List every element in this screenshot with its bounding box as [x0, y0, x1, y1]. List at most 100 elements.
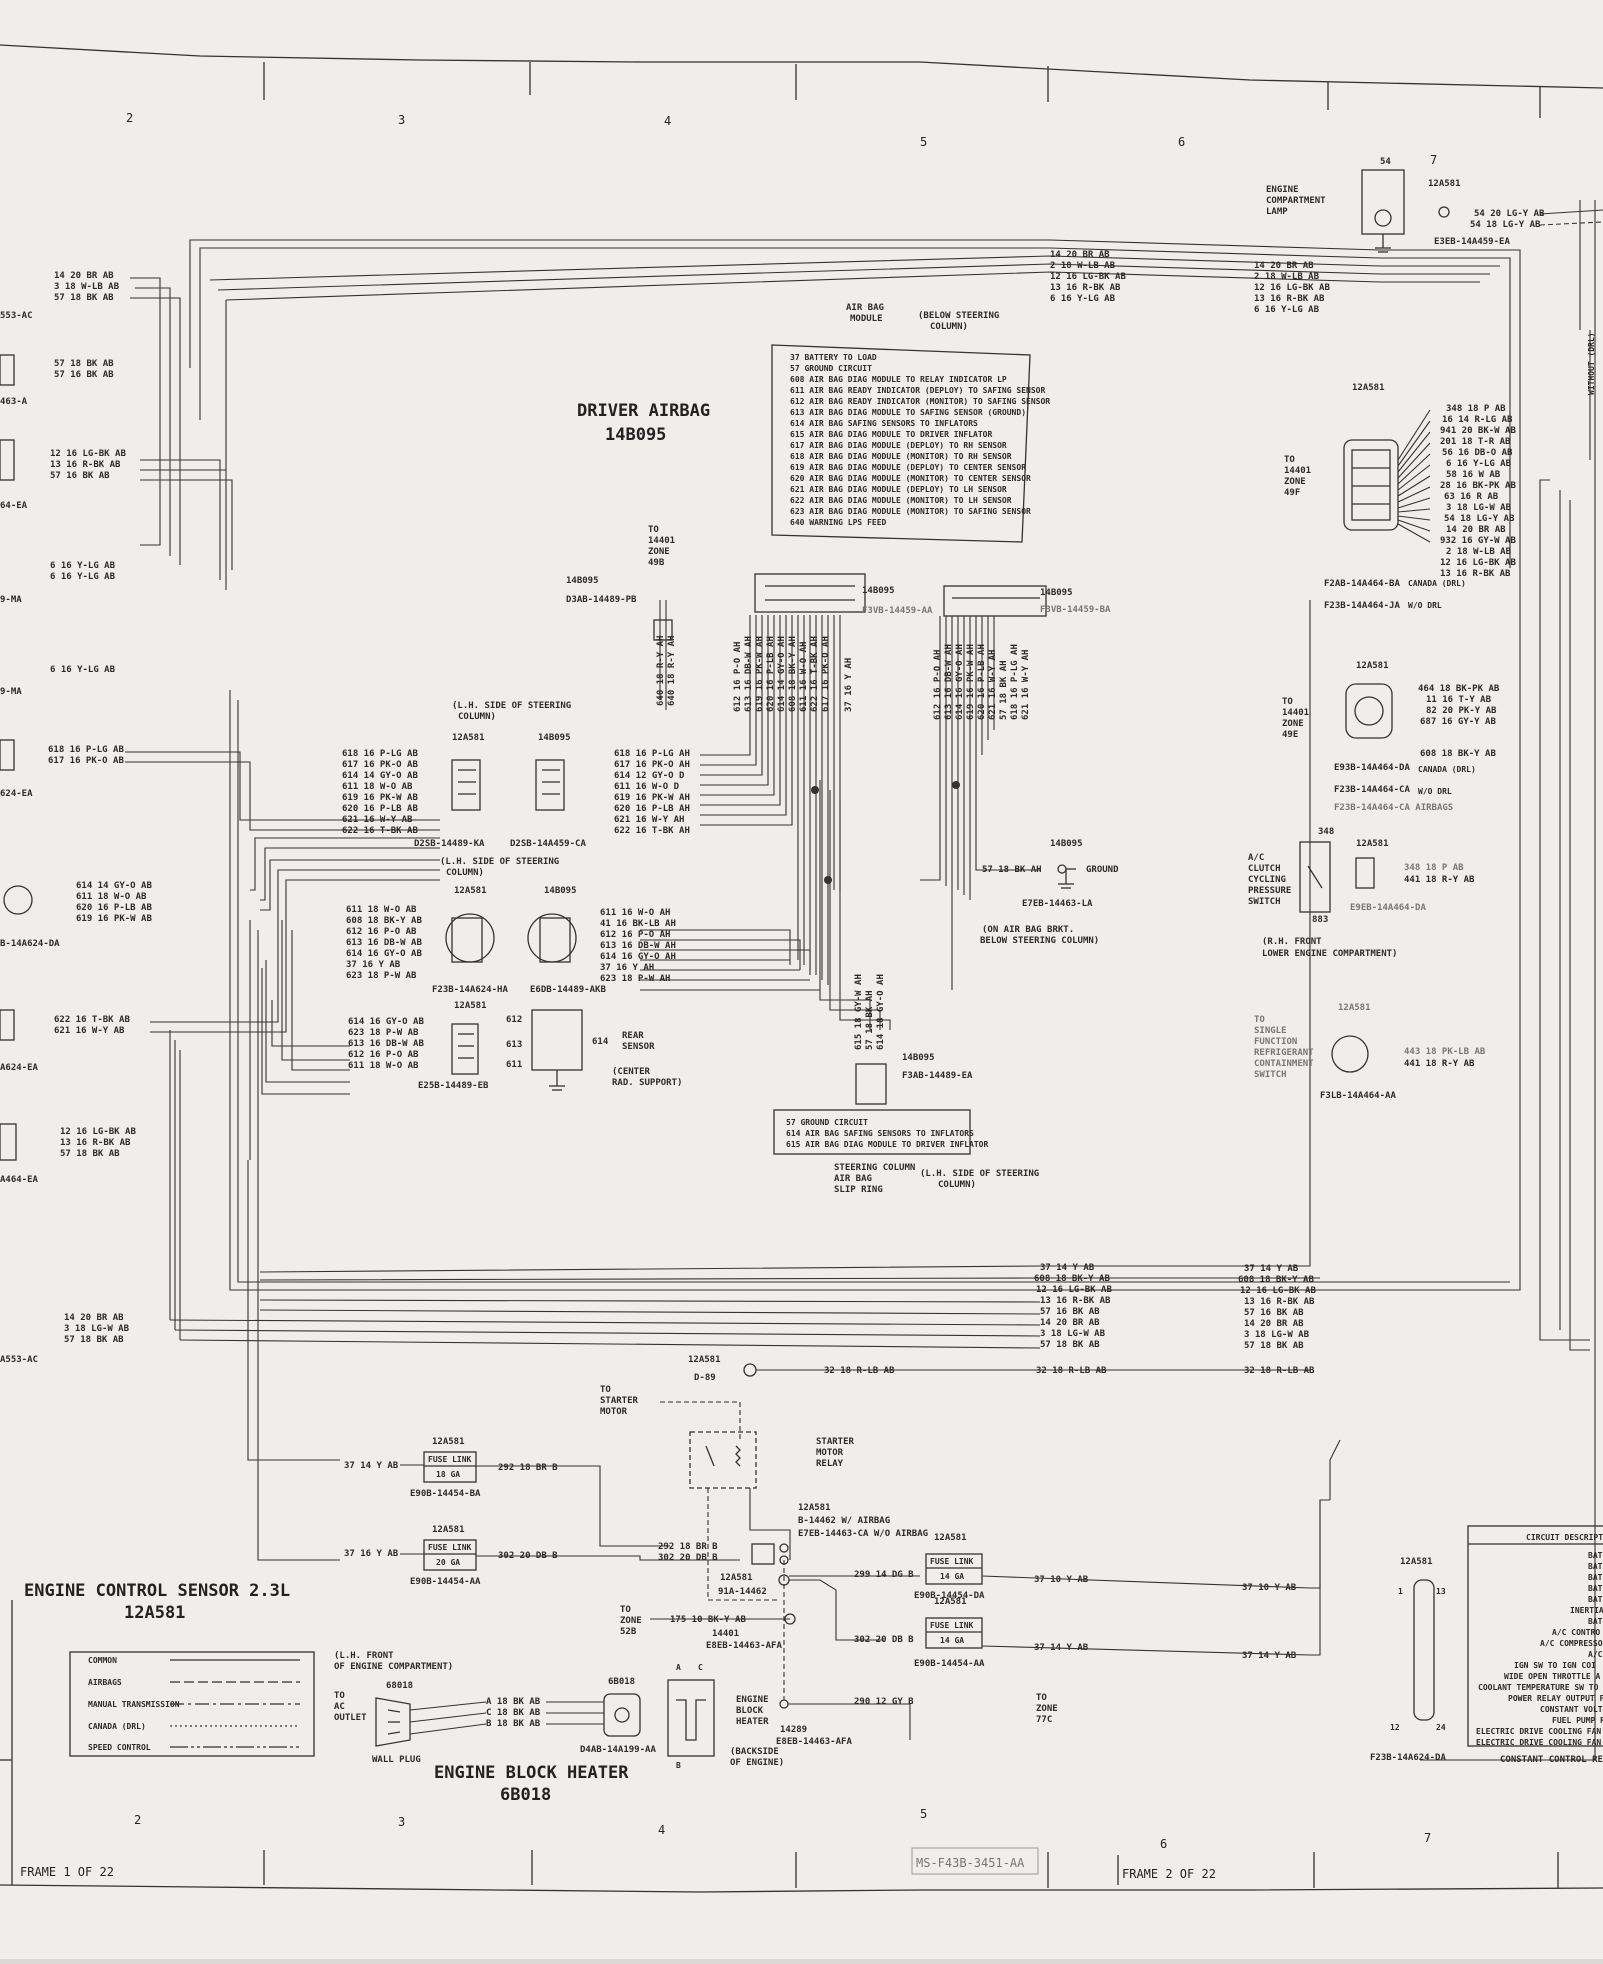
wire-label: BAT — [1588, 1573, 1603, 1582]
lamp-connector — [1438, 206, 1450, 218]
wire-label: ENGINE — [736, 1695, 769, 1705]
wire-label: 37 16 Y AH — [600, 963, 654, 973]
wire-label: BLOCK — [736, 1706, 764, 1716]
wire-label: 614 18 GY-O AH — [876, 974, 886, 1050]
wire-label: 14 20 BR AB — [54, 271, 114, 281]
wire-label: 614 12 GY-O D — [614, 771, 685, 781]
wire-label: 37 14 Y AB — [1244, 1264, 1299, 1274]
wire-label: 618 16 P-LG AH — [1010, 644, 1020, 720]
wire-label: TO — [620, 1605, 631, 1615]
fuse-link-2: FUSE LINK 20 GA — [423, 1539, 477, 1571]
fuse-link-4: FUSE LINK 14 GA — [925, 1617, 983, 1649]
wire-label: 12 16 LG-BK AB — [1240, 1286, 1316, 1296]
conn-f3vb-ba — [943, 585, 1047, 617]
ground-14b095-label: 14B095 — [1050, 839, 1083, 849]
wire-label: ZONE — [648, 547, 670, 557]
w302b: 302 20 DB B — [658, 1553, 718, 1563]
w37-10: 37 10 Y AB — [1034, 1575, 1089, 1585]
w37-16: 37 16 Y AB — [344, 1549, 399, 1559]
center-rad-label-2: RAD. SUPPORT) — [612, 1078, 682, 1088]
lh-front-label: (L.H. FRONT — [334, 1651, 394, 1661]
lh-side-label: (L.H. SIDE OF STEERING — [452, 701, 571, 711]
wire-label: 6 16 Y-LG AB — [1254, 305, 1320, 315]
wire-label: 56 16 DB-O AB — [1442, 448, 1513, 458]
slip-ring-label-2: AIR BAG — [834, 1174, 872, 1184]
wire-label: 687 16 GY-Y AB — [1420, 717, 1496, 727]
wire-label: 553-AC — [0, 311, 33, 321]
wire-label: 13 16 R-BK AB — [1244, 1297, 1315, 1307]
slip-14b095-label: 14B095 — [902, 1053, 935, 1063]
wire-label: 612 16 P-O AH — [600, 930, 670, 940]
airbag-module-location: (BELOW STEERING — [918, 311, 999, 321]
ac-switch-label: A/C CLUTCH CYCLING PRESSURE SWITCH — [1248, 853, 1291, 907]
wire-label: 622 16 T-BK AH — [810, 636, 820, 712]
conn-14b095-b-label: 14B095 — [862, 586, 895, 596]
wire-label: 37 16 Y AB — [346, 960, 401, 970]
to-ac-outlet: TO AC OUTLET — [334, 1691, 367, 1723]
wire-label: 82 20 PK-Y AB — [1426, 706, 1497, 716]
engine-block-heater-part: 6B018 — [500, 1785, 551, 1805]
wire-label: 13 16 R-BK AB — [50, 460, 121, 470]
wire-label: 614 16 GY-O AB — [348, 1017, 424, 1027]
zone-bottom-5: 5 — [920, 1807, 927, 1821]
wire-label: 49B — [648, 558, 665, 568]
b14462-12a581: 12A581 — [798, 1503, 831, 1513]
d2sb-ka-label: D2SB-14489-KA — [414, 839, 485, 849]
rear-sensor-label: REAR — [622, 1031, 644, 1041]
e90b-da-label: E90B-14454-DA — [914, 1591, 985, 1601]
ground-symbol — [1057, 864, 1076, 889]
wire-label: 617 16 PK-O AB — [342, 760, 418, 770]
wire-label: INERTIA — [1570, 1606, 1603, 1615]
f3ab-ea-label: F3AB-14489-EA — [902, 1071, 973, 1081]
frame-left-label: FRAME 1 OF 22 — [20, 1865, 114, 1879]
wire-label: SWITCH — [1248, 897, 1281, 907]
wire-label: 612 16 P-O AB — [348, 1050, 419, 1060]
d2sb-left-wires: 618 16 P-LG AB 617 16 PK-O AB 614 14 GY-… — [342, 749, 418, 836]
conn-e25b-eb — [451, 1023, 479, 1075]
wire-label: 12 16 LG-BK AB — [60, 1127, 136, 1137]
fuse-link-1: FUSE LINK 18 GA — [423, 1451, 477, 1483]
wire-label: COOLANT TEMPERATURE SW TO C — [1478, 1683, 1603, 1692]
wire-label: 619 16 PK-W AB — [76, 914, 152, 924]
wire-label: TO — [1282, 697, 1293, 707]
lamp-label-2: COMPARTMENT — [1266, 196, 1326, 206]
wire-label: 2 18 W-LB AB — [1050, 261, 1116, 271]
wire-label: FUSE LINK — [428, 1543, 472, 1552]
airbag-module-label: AIR BAG — [846, 303, 884, 313]
center-rad-label: (CENTER — [612, 1067, 651, 1077]
wire-label: FUNCTION — [1254, 1037, 1297, 1047]
airbag-circuit-table: 37 BATTERY TO LOAD 57 GROUND CIRCUIT 608… — [771, 344, 1050, 543]
w302c: 302 20 DB B — [854, 1635, 914, 1645]
wire-label: 613 16 DB-W AB — [348, 1039, 424, 1049]
splice-block — [751, 1543, 775, 1565]
wire-label: 57 GROUND CIRCUIT — [786, 1118, 868, 1127]
conn-f3vb-aa-label: F3VB-14459-AA — [862, 606, 933, 616]
wire-label: A/C — [1588, 1650, 1603, 1659]
wire-label: A/C CONTRO — [1552, 1628, 1600, 1637]
wire-label: 463-A — [0, 397, 28, 407]
wire-label: 63 16 R AB — [1444, 492, 1499, 502]
ac-883-label: 883 — [1312, 915, 1328, 925]
wire-label: 608 18 BK-Y AB — [1420, 749, 1496, 759]
conn-f23b-da: 1 13 12 24 — [1390, 1579, 1446, 1732]
zone-top-5: 5 — [920, 135, 927, 149]
wire-label: 614 AIR BAG SAFING SENSORS TO INFLATORS — [786, 1129, 974, 1138]
fuse-2-12a581: 12A581 — [432, 1525, 465, 1535]
lh-front-label-2: OF ENGINE COMPARTMENT) — [334, 1662, 453, 1672]
zone-bottom-3: 3 — [398, 1815, 405, 1829]
w292: 292 18 BR B — [498, 1463, 558, 1473]
w37-14: 37 14 Y AB — [344, 1461, 399, 1471]
wire-label: ZONE — [620, 1616, 642, 1626]
wire-label: ELECTRIC DRIVE COOLING FAN (S — [1476, 1727, 1603, 1736]
wire-label: COMMON — [88, 1656, 117, 1665]
wire-label: A553-AC — [0, 1355, 38, 1365]
conn-e6db-akb — [527, 913, 577, 963]
wire-label: 13 16 R-BK AB — [1050, 283, 1121, 293]
conn-d2sb-ca — [535, 759, 565, 811]
wire-label: ZONE — [1284, 477, 1306, 487]
d2sb-14b095-label: 14B095 — [538, 733, 571, 743]
conn-49e-12a581: 12A581 — [1356, 661, 1389, 671]
wire-label: 618 16 P-LG AH — [614, 749, 690, 759]
wire-label: 58 16 W AB — [1446, 470, 1501, 480]
